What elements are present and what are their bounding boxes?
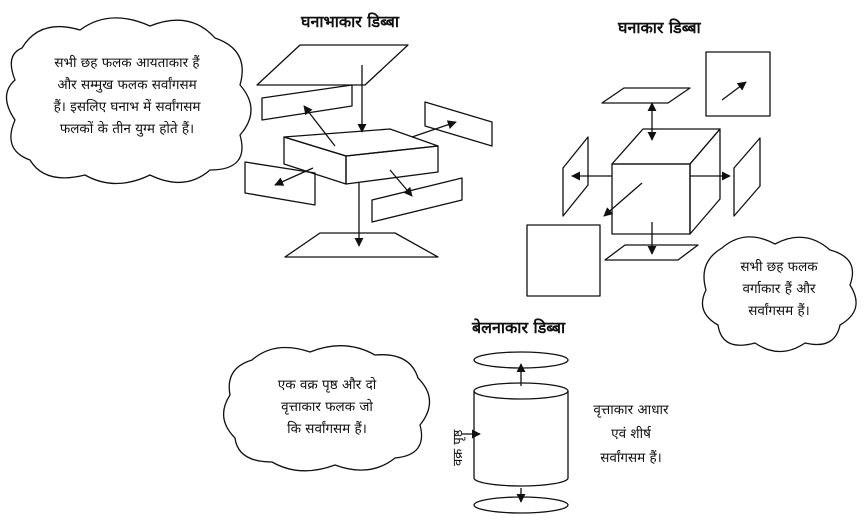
- cube-left-face: [562, 136, 589, 217]
- cube-title: घनाकार डिब्बा: [618, 18, 701, 37]
- cylinder-title: बेलनाकार डिब्बा: [472, 318, 566, 337]
- cuboid-bottom-face: [284, 232, 439, 258]
- cube-info-text: सभी छह फलक वर्गाकार हैं और सर्वांगसम हैं…: [740, 259, 818, 319]
- cuboid-front-face: [244, 161, 316, 206]
- cuboid-title: घनाभाकार डिब्बा: [301, 12, 400, 31]
- cube-arrow-front: [603, 182, 643, 217]
- cuboid-info-cloud: [5, 17, 252, 185]
- cuboid-right-face: [424, 101, 493, 147]
- cylinder-bases-label: वृत्ताकार आधार एवं शीर्ष सर्वांगसम हैं।: [593, 402, 669, 466]
- cuboid-top-face: [256, 44, 409, 86]
- cube-box: [611, 128, 721, 235]
- cuboid-box: [283, 128, 439, 185]
- cube-arrow-back: [721, 81, 747, 101]
- curved-surface-label: वक्र पृष्ठ: [451, 429, 466, 466]
- cuboid-arrow-front: [274, 167, 314, 186]
- cuboid-back-face: [371, 177, 463, 223]
- cuboid-arrow-right: [411, 120, 457, 138]
- cube-top-face: [601, 87, 691, 104]
- cylinder-info-text: एक वक्र पृष्ठ और दो वृत्ताकार फलक जो कि …: [277, 377, 377, 437]
- cuboid-left-face: [261, 84, 353, 121]
- cube-figure: [526, 51, 771, 297]
- cuboid-arrow-left: [303, 105, 336, 147]
- cube-front-face: [526, 224, 601, 297]
- cylinder-info-cloud: [223, 345, 431, 472]
- cuboid-figure: [244, 44, 493, 258]
- cuboid-arrow-back: [389, 169, 413, 197]
- cuboid-info-text: सभी छह फलक आयताकार हैं और सम्मुख फलक सर्…: [53, 55, 201, 137]
- cube-bottom-face: [604, 244, 699, 261]
- cube-right-face: [733, 137, 761, 217]
- cube-back-face: [705, 51, 771, 117]
- cylinder-bottom-rim: [473, 477, 569, 487]
- cube-info-cloud: [701, 236, 857, 353]
